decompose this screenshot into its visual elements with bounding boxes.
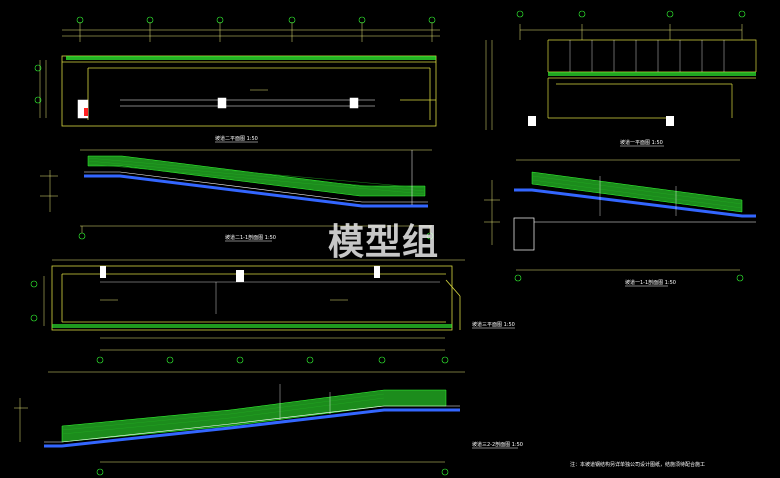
railing-lines bbox=[61, 393, 385, 435]
view-title-section-ramp-1: 坡道一1-1剖面图 1:50 bbox=[625, 279, 676, 286]
view-title-plan-ramp-2: 坡道二平面图 1:50 bbox=[215, 135, 258, 142]
plan-stringers bbox=[100, 281, 440, 314]
view-title-section-ramp-2: 坡道二1-1剖面图 1:50 bbox=[225, 234, 276, 241]
watermark-text: 模型组 bbox=[328, 222, 439, 263]
ramp-slab bbox=[84, 174, 428, 208]
view-section-ramp-3: 坡道三2-2剖面图 1:50 bbox=[14, 371, 523, 476]
view-section-ramp-1: 坡道一1-1剖面图 1:50 bbox=[484, 159, 756, 287]
view-plan-ramp-1: 坡道一平面图 1:50 bbox=[485, 10, 757, 147]
grid-bubbles-top bbox=[76, 16, 436, 42]
dimension-lines bbox=[39, 29, 440, 118]
dimension-lines bbox=[484, 159, 740, 271]
view-title-plan-ramp-1: 坡道一平面图 1:50 bbox=[620, 139, 663, 146]
ramp-slab-plan bbox=[77, 97, 375, 119]
plan-stringers bbox=[569, 40, 725, 72]
view-title-plan-ramp-3: 坡道三平面图 1:50 bbox=[472, 321, 515, 328]
ramp-slab bbox=[514, 188, 756, 218]
view-title-section-ramp-3: 坡道三2-2剖面图 1:50 bbox=[472, 441, 523, 448]
view-plan-ramp-3: 坡道三平面图 1:50 bbox=[30, 259, 515, 364]
construction-note: 注：本坡道钢结构另详单独公司设计图纸，结施须待配合施工 bbox=[570, 461, 705, 468]
plan-walls bbox=[51, 265, 461, 331]
dimension-lines bbox=[485, 24, 743, 130]
ramp-slab-plan bbox=[100, 266, 380, 282]
dimension-lines bbox=[40, 149, 432, 227]
dimension-lines bbox=[43, 259, 465, 351]
dimension-lines bbox=[14, 371, 465, 463]
view-plan-ramp-2: 坡道二平面图 1:50 bbox=[34, 16, 440, 143]
railing-lines bbox=[87, 157, 426, 195]
ramp-slab bbox=[44, 408, 460, 448]
view-section-ramp-2: 坡道二1-1剖面图 1:50 bbox=[40, 149, 434, 242]
plan-top-railing bbox=[66, 56, 436, 60]
